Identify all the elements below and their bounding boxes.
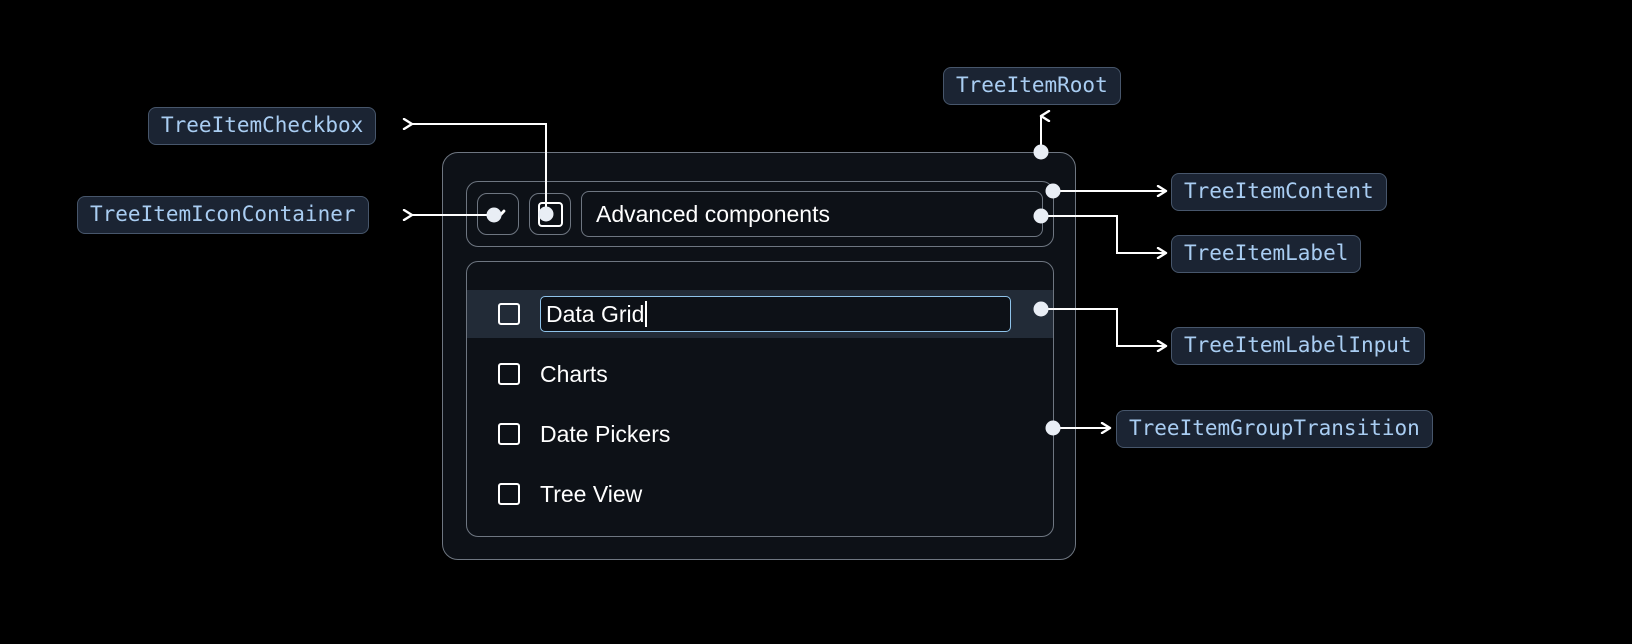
checkbox-unchecked-icon[interactable] (498, 303, 520, 325)
badge-tree-item-content[interactable]: TreeItemContent (1171, 173, 1387, 211)
tree-item-content[interactable]: Advanced components (466, 181, 1054, 247)
tree-item-child-date-pickers[interactable]: Date Pickers (467, 410, 1053, 458)
chevron-down-icon (490, 209, 506, 219)
checkbox-unchecked-icon (537, 201, 563, 227)
badge-label: TreeItemIconContainer (90, 202, 356, 226)
tree-item-label-text: Date Pickers (540, 420, 671, 447)
tree-item-label-input[interactable]: Data Grid (540, 296, 1011, 332)
tree-item-group-transition: Data Grid Charts Date Pickers Tree View (466, 261, 1054, 537)
badge-tree-item-group-transition[interactable]: TreeItemGroupTransition (1116, 410, 1433, 448)
badge-label: TreeItemContent (1184, 179, 1374, 203)
checkbox-unchecked-icon[interactable] (498, 423, 520, 445)
badge-tree-item-icon-container[interactable]: TreeItemIconContainer (77, 196, 369, 234)
tree-item-checkbox[interactable] (529, 193, 571, 235)
badge-label: TreeItemLabelInput (1184, 333, 1412, 357)
badge-label: TreeItemCheckbox (161, 113, 364, 137)
tree-item-label-text: Charts (540, 360, 608, 387)
tree-item-icon-container[interactable] (477, 193, 519, 235)
badge-label: TreeItemRoot (956, 73, 1108, 97)
text-caret (645, 301, 648, 327)
tree-item-label-text: Tree View (540, 480, 643, 507)
badge-tree-item-checkbox[interactable]: TreeItemCheckbox (148, 107, 377, 145)
tree-item-child-charts[interactable]: Charts (467, 350, 1053, 398)
checkbox-unchecked-icon[interactable] (498, 483, 520, 505)
badge-label: TreeItemGroupTransition (1129, 416, 1420, 440)
badge-tree-item-label[interactable]: TreeItemLabel (1171, 235, 1362, 273)
badge-label: TreeItemLabel (1184, 241, 1349, 265)
tree-item-label-text: Advanced components (596, 200, 830, 227)
tree-item-label[interactable]: Advanced components (581, 191, 1043, 237)
tree-item-child-data-grid[interactable]: Data Grid (467, 290, 1053, 338)
checkbox-unchecked-icon[interactable] (498, 363, 520, 385)
tree-item-child-tree-view[interactable]: Tree View (467, 470, 1053, 518)
tree-item-root[interactable]: Advanced components Data Grid Charts Dat… (442, 152, 1076, 560)
label-input-value: Data Grid (546, 300, 645, 327)
badge-tree-item-label-input[interactable]: TreeItemLabelInput (1171, 327, 1425, 365)
badge-tree-item-root[interactable]: TreeItemRoot (943, 67, 1121, 105)
